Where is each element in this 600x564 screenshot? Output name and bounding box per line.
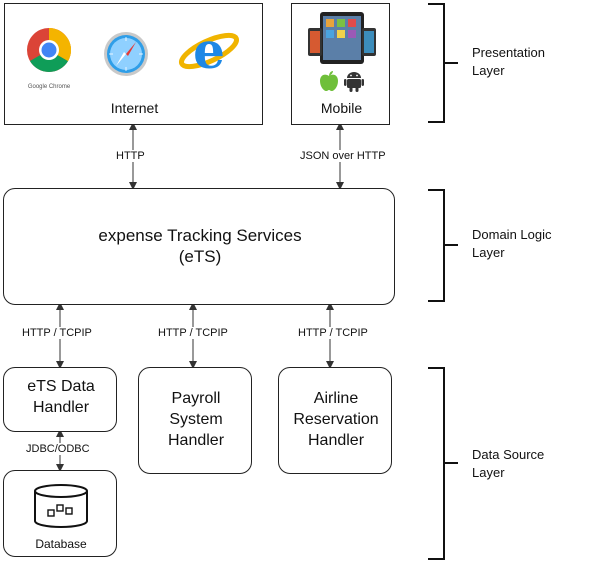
presentation-bracket [428,3,458,123]
ets-handler-line1: eTS Data [27,378,95,395]
payroll-line1: Payroll [171,390,221,407]
airline-handler-box: Airline Reservation Handler [278,367,392,474]
internet-label: Internet [110,100,159,116]
chrome-caption: Google Chrome [27,84,71,90]
payroll-line3: Handler [167,432,225,449]
android-icon [344,72,364,92]
airline-line2: Reservation [293,411,379,428]
datasource-layer-line1: Data Source [472,447,545,462]
apple-icon [320,71,338,91]
datasource-layer-line2: Layer [472,465,505,480]
presentation-layer-label: Presentation Layer [472,44,545,80]
ets-title-line2: (eTS) [178,247,222,266]
mobile-json-label: JSON over HTTP [298,150,388,162]
payroll-http-label: HTTP / TCPIP [156,327,230,339]
internet-box: Google Chrome e Internet [4,3,263,125]
domain-layer-line1: Domain Logic [472,227,552,242]
database-icon [34,484,88,528]
mobile-box: Mobile [291,3,390,125]
internet-explorer-icon: e [178,22,240,80]
domain-layer-label: Domain Logic Layer [472,226,552,262]
payroll-handler-box: Payroll System Handler [138,367,252,474]
internet-http-label: HTTP [114,150,147,162]
payroll-line2: System [169,411,223,428]
datasource-layer-label: Data Source Layer [472,446,544,482]
presentation-layer-line2: Layer [472,63,505,78]
airline-http-label: HTTP / TCPIP [296,327,370,339]
mobile-label: Mobile [320,100,363,116]
domain-layer-line2: Layer [472,245,505,260]
svg-text:e: e [193,22,225,80]
airline-line1: Airline [313,390,359,407]
tablet-icon [308,12,376,64]
ets-handler-line2: Handler [32,399,90,416]
ets-services-box: expense Tracking Services (eTS) [3,188,395,305]
airline-line3: Handler [307,432,365,449]
database-box: Database [3,470,117,557]
datasource-bracket [428,367,458,560]
ets-data-handler-box: eTS Data Handler [3,367,117,432]
ets-http-label: HTTP / TCPIP [20,327,94,339]
chrome-icon [27,28,71,72]
ets-title-line1: expense Tracking Services [98,226,302,245]
presentation-layer-line1: Presentation [472,45,545,60]
jdbc-label: JDBC/ODBC [24,443,92,455]
database-label: Database [35,537,87,551]
domain-bracket [428,189,458,302]
safari-icon [104,32,148,76]
